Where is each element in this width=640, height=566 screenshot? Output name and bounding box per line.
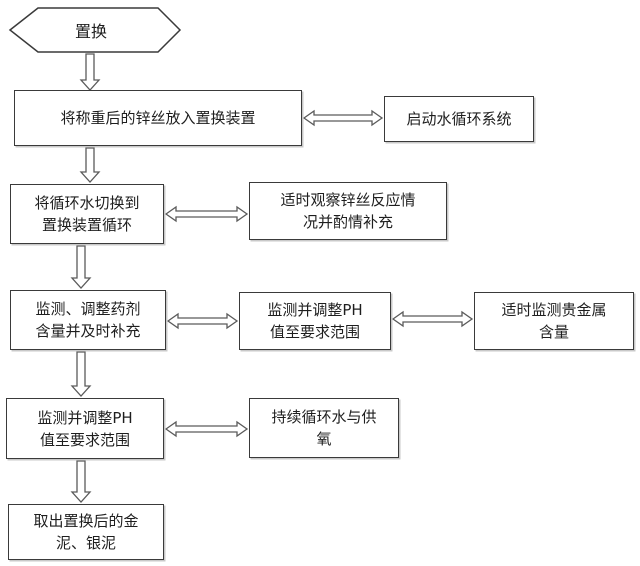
step-monitor-precious-metal: 适时监测贵金属 含量 (474, 292, 634, 350)
step-start-water-circulation-text: 启动水循环系统 (406, 110, 512, 128)
arrow-double-s3-s3mid (166, 312, 239, 330)
arrow-double-s4-s4side (164, 420, 249, 438)
start-label: 置换 (74, 22, 107, 41)
arrow-down-s3-to-s4 (70, 351, 92, 397)
step-adjust-ph-mid-text: 监测并调整PH 值至要求范围 (267, 301, 363, 341)
step-switch-circulation: 将循环水切换到 置换装置循环 (10, 184, 164, 244)
step-switch-circulation-text: 将循环水切换到 置换装置循环 (34, 194, 140, 234)
step-adjust-ph-mid: 监测并调整PH 值至要求范围 (239, 292, 391, 350)
step-adjust-ph: 监测并调整PH 值至要求范围 (6, 398, 164, 459)
arrow-down-s4-to-s5 (70, 460, 92, 503)
step-monitor-precious-metal-text: 适时监测贵金属 含量 (501, 301, 607, 341)
arrow-double-s1-s1side (302, 109, 384, 127)
step-monitor-reagent: 监测、调整药剂 含量并及时补充 (10, 290, 166, 350)
step-continuous-oxygen-text: 持续循环水与供 氧 (271, 408, 377, 448)
arrow-double-s2-s2side (164, 205, 249, 223)
step-start-water-circulation: 启动水循环系统 (384, 96, 534, 142)
step-monitor-reagent-text: 监测、调整药剂 含量并及时补充 (35, 300, 141, 340)
step-continuous-oxygen: 持续循环水与供 氧 (249, 398, 399, 458)
step-take-out-mud-text: 取出置换后的金 泥、银泥 (33, 512, 139, 552)
arrow-down-start-to-s1 (79, 53, 101, 91)
arrow-double-s3mid-s3right (391, 310, 474, 328)
start-terminator-shape (8, 7, 182, 53)
step-adjust-ph-text: 监测并调整PH 值至要求范围 (37, 408, 133, 449)
step-place-zinc-wire-text: 将称重后的锌丝放入置换装置 (60, 109, 256, 127)
step-place-zinc-wire: 将称重后的锌丝放入置换装置 (14, 90, 302, 146)
step-take-out-mud: 取出置换后的金 泥、银泥 (8, 504, 164, 560)
arrow-down-s2-to-s3 (70, 245, 92, 289)
arrow-down-s1-to-s2 (79, 147, 101, 183)
step-observe-zinc: 适时观察锌丝反应情 况并酌情补充 (249, 182, 447, 240)
step-observe-zinc-text: 适时观察锌丝反应情 况并酌情补充 (280, 191, 416, 231)
